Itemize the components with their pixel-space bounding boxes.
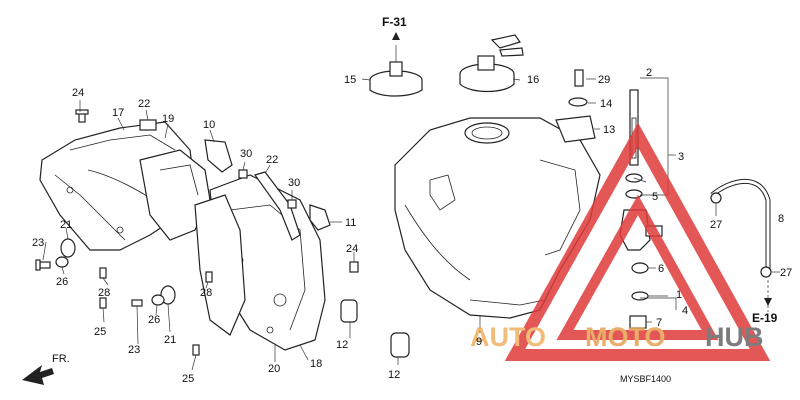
callout-25-left: 25	[94, 326, 106, 338]
callout-14: 14	[600, 98, 612, 110]
grommet-12-lower	[390, 332, 410, 358]
callout-25-right: 25	[182, 373, 194, 385]
bolt-23-right	[131, 299, 143, 307]
bolt-25-right	[192, 344, 200, 356]
callout-28-right: 28	[200, 287, 212, 299]
bolt-30-lower	[287, 199, 297, 209]
callout-9: 9	[476, 336, 482, 348]
front-label: FR.	[52, 353, 70, 365]
callout-30-lower: 30	[288, 177, 300, 189]
callout-24-left: 24	[72, 87, 84, 99]
callout-26-left: 26	[56, 276, 68, 288]
bolt-24-left	[75, 109, 89, 123]
callout-8: 8	[778, 213, 784, 225]
bolt-24-right	[349, 261, 359, 273]
ref-label-f31: F-31	[382, 15, 407, 29]
watermark-triangle-logo	[504, 122, 771, 361]
callout-18: 18	[310, 358, 322, 370]
callout-30-upper: 30	[240, 148, 252, 160]
ref-label-e19: E-19	[752, 311, 778, 325]
callout-17: 17	[112, 107, 124, 119]
callout-3: 3	[678, 151, 684, 163]
callout-7: 7	[656, 317, 662, 329]
bolt-28-left	[99, 267, 107, 279]
callout-23-left: 23	[32, 237, 44, 249]
callout-28-left: 28	[98, 287, 110, 299]
callout-27-lower: 27	[780, 267, 792, 279]
callout-13: 13	[603, 124, 615, 136]
bolt-30-upper	[238, 169, 248, 179]
callout-4: 4	[682, 305, 688, 317]
collar-26-left	[55, 256, 69, 268]
callout-16: 16	[527, 74, 539, 86]
callout-23-right: 23	[128, 344, 140, 356]
watermark-inner-triangle	[556, 194, 719, 340]
leader-lines	[42, 78, 780, 371]
front-direction-arrow: FR.	[22, 353, 70, 385]
collar-26-right	[151, 294, 165, 306]
callout-29: 29	[598, 74, 610, 86]
callout-10: 10	[203, 119, 215, 131]
left-shroud-assembly	[35, 109, 410, 358]
callout-12-upper: 12	[336, 339, 348, 351]
callout-1: 1	[676, 289, 682, 301]
grommet-12-upper	[340, 299, 358, 323]
fuel-cap-15	[369, 45, 423, 97]
callout-12-lower: 12	[388, 369, 400, 381]
fuel-cap-16	[459, 34, 524, 93]
part-diagram-code: MYSBF1400	[620, 374, 671, 384]
bolt-28-right	[205, 271, 213, 283]
callout-15: 15	[344, 74, 356, 86]
watermark-auto-text: AUTO	[470, 322, 546, 352]
bolt-25-left	[99, 297, 107, 309]
callout-21-right: 21	[164, 334, 176, 346]
bolt-23-left	[35, 259, 51, 271]
watermark: AUTO MOTO HUB	[470, 122, 771, 361]
callout-2: 2	[646, 67, 652, 79]
callout-26-right: 26	[148, 314, 160, 326]
watermark-moto-text: MOTO	[585, 322, 666, 352]
callout-21-left: 21	[60, 219, 72, 231]
fuel-tank	[394, 117, 601, 319]
callout-5: 5	[652, 191, 658, 203]
callout-20: 20	[268, 363, 280, 375]
callout-6: 6	[658, 263, 664, 275]
callout-27-upper: 27	[710, 219, 722, 231]
callout-22-stay: 22	[266, 154, 278, 166]
grommet-21-left	[60, 238, 76, 258]
watermark-hub-text: HUB	[705, 322, 764, 352]
callout-numbers: 1 2 3 4 5 6 7 8 9 10 11 12 12 13 14 15 1…	[32, 67, 792, 385]
callout-19: 19	[162, 113, 174, 125]
callout-11: 11	[345, 217, 356, 229]
callout-24-right: 24	[346, 243, 358, 255]
callout-22-top: 22	[138, 98, 150, 110]
